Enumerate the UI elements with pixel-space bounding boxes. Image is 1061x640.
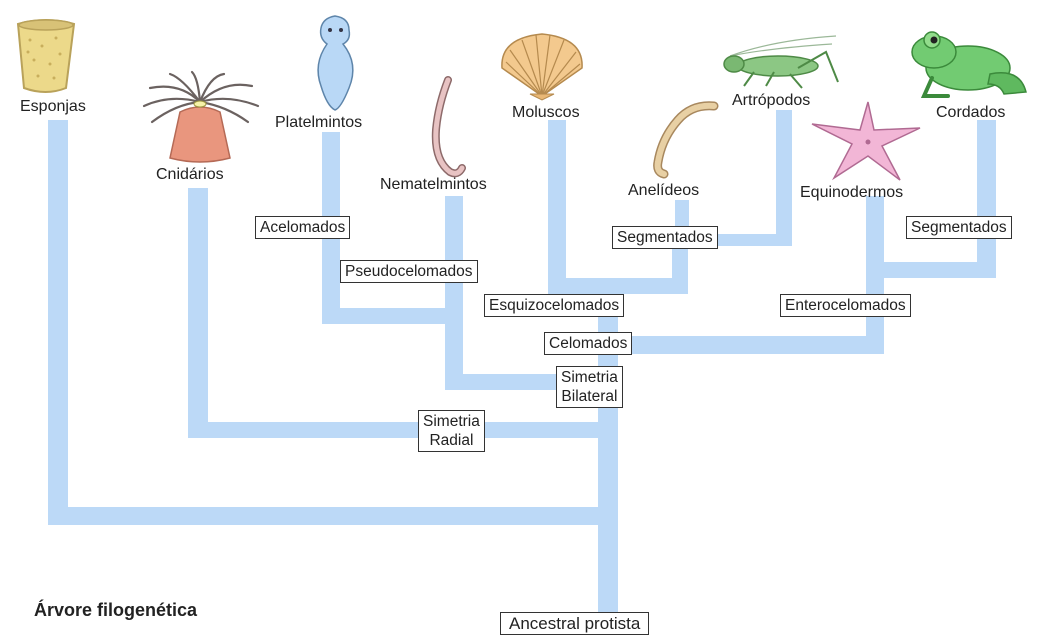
node-box-segmentados-cordados: Segmentados	[906, 216, 1012, 239]
taxon-label-cordados: Cordados	[936, 104, 1005, 122]
node-box-simetria-radial: Simetria Radial	[418, 410, 485, 452]
node-box-celomados: Celomados	[544, 332, 632, 355]
node-box-simetria-bilateral: Simetria Bilateral	[556, 366, 623, 408]
branch-acelo-pseudo-horizontal	[322, 308, 463, 324]
branch-cordados-vertical	[977, 120, 996, 278]
flatworm-illustration	[305, 14, 365, 112]
node-box-esquizocelomados: Esquizocelomados	[484, 294, 624, 317]
taxon-label-esponjas: Esponjas	[20, 98, 86, 116]
node-box-ancestral-protista: Ancestral protista	[500, 612, 649, 635]
taxon-label-artropodos: Artrópodos	[732, 92, 810, 110]
node-box-segmentados-anelideos-artropodos: Segmentados	[612, 226, 718, 249]
chordate-frog-illustration	[908, 28, 1036, 100]
branch-celomados-horizontal	[598, 336, 884, 354]
taxon-label-anelideos: Anelídeos	[628, 182, 699, 200]
arthropod-illustration	[714, 34, 846, 90]
node-box-pseudocelomados: Pseudocelomados	[340, 260, 478, 283]
node-box-acelomados: Acelomados	[255, 216, 350, 239]
taxon-label-equinodermos: Equinodermos	[800, 184, 903, 202]
branch-cnidarios-horizontal	[188, 422, 618, 438]
node-text-simetria-bilateral-line2: Bilateral	[561, 387, 618, 406]
taxon-label-platelmintos: Platelmintos	[275, 114, 362, 132]
node-text-simetria-radial-line2: Radial	[423, 431, 480, 450]
sponge-illustration	[10, 18, 82, 96]
roundworm-illustration	[418, 76, 468, 176]
branch-esponjas-horizontal	[48, 507, 618, 525]
diagram-title: Árvore filogenética	[34, 600, 197, 621]
annelid-illustration	[648, 100, 720, 178]
echinoderm-illustration	[808, 98, 924, 182]
branch-artropodos-vertical	[776, 110, 792, 246]
branch-esponjas-vertical	[48, 120, 68, 525]
taxon-label-moluscos: Moluscos	[512, 104, 580, 122]
branch-cnidarios-vertical	[188, 188, 208, 438]
branch-nematelmintos-vertical	[445, 196, 463, 390]
branch-moluscos-vertical	[548, 120, 566, 294]
branch-equinodermos-vertical	[866, 196, 884, 276]
branch-esquizo-horizontal	[555, 278, 688, 294]
taxon-label-nematelmintos: Nematelmintos	[380, 176, 487, 194]
node-text-simetria-bilateral-line1: Simetria	[561, 368, 618, 387]
mollusc-illustration	[496, 30, 588, 100]
node-box-enterocelomados: Enterocelomados	[780, 294, 911, 317]
cnidarian-illustration	[140, 72, 260, 164]
taxon-label-cnidarios: Cnidários	[156, 166, 224, 184]
node-text-simetria-radial-line1: Simetria	[423, 412, 480, 431]
